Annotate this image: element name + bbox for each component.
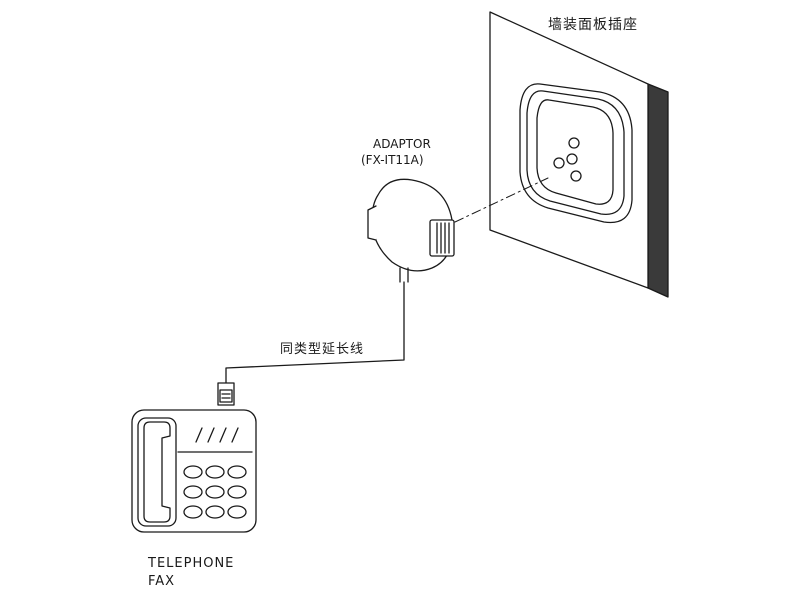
device-label-telephone: TELEPHONE: [148, 556, 235, 571]
adaptor-name-label: ADAPTOR: [373, 137, 431, 151]
extension-cable: [225, 281, 405, 385]
keypad-key: [183, 485, 203, 499]
keypad-key: [227, 465, 247, 479]
phone-cradle: [137, 417, 177, 527]
adaptor-left-tab: [367, 205, 377, 241]
keypad-key: [227, 485, 247, 499]
socket-pin-bottom: [570, 170, 582, 182]
display-slash-3: [219, 427, 227, 443]
telephone-icon: [131, 409, 257, 533]
keypad-key: [205, 505, 225, 519]
phone-handset: [143, 421, 171, 523]
rj11-connector-tip: [219, 389, 233, 403]
socket-mid-rim: [526, 90, 625, 216]
adaptor-plug-prong: [429, 219, 455, 257]
socket-pin-left: [553, 157, 565, 169]
adaptor-plug-icon: [367, 178, 455, 283]
socket-inner-face: [536, 99, 614, 205]
phone-body: [131, 409, 257, 533]
display-slash-4: [231, 427, 239, 443]
keypad-key: [205, 485, 225, 499]
wall-socket-icon: [489, 11, 669, 298]
display-slash-2: [207, 427, 215, 443]
cable-label: 同类型延长线: [280, 342, 365, 357]
adaptor-cable-outlet: [399, 267, 409, 283]
wall-outlet-label: 墙装面板插座: [548, 17, 638, 33]
device-label-fax: FAX: [148, 574, 176, 589]
socket-outer-rim: [519, 83, 633, 224]
keypad-key: [205, 465, 225, 479]
socket-pin-top: [568, 137, 580, 149]
keypad-key: [183, 465, 203, 479]
keypad-key: [227, 505, 247, 519]
socket-pin-center: [566, 153, 578, 165]
display-slash-1: [195, 427, 203, 443]
insertion-guide-line: [454, 177, 549, 223]
keypad-key: [183, 505, 203, 519]
adaptor-model-label: (FX-IT11A): [361, 153, 424, 167]
wall-panel-side: [647, 83, 669, 298]
rj11-connector-icon: [217, 382, 235, 406]
